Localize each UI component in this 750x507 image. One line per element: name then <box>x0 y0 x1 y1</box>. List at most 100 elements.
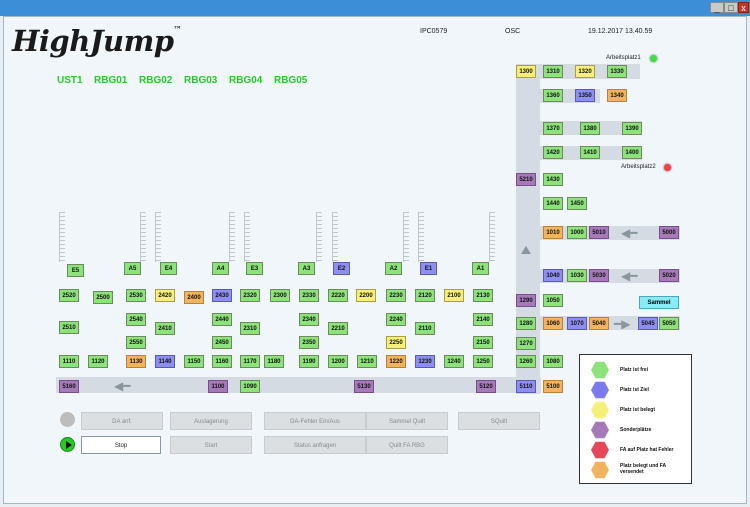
slot-1450[interactable]: 1450 <box>567 197 587 210</box>
slot-2350[interactable]: 2350 <box>299 336 319 349</box>
rack-slot-e5[interactable]: E5 <box>67 264 84 277</box>
slot-5030[interactable]: 5030 <box>589 269 609 282</box>
slot-2400[interactable]: 2400 <box>184 291 204 304</box>
slot-1130[interactable]: 1130 <box>126 355 146 368</box>
slot-1080[interactable]: 1080 <box>543 355 563 368</box>
maximize-icon[interactable]: □ <box>724 2 738 13</box>
slot-1070[interactable]: 1070 <box>567 317 587 330</box>
slot-1290[interactable]: 1290 <box>516 294 536 307</box>
slot-1050[interactable]: 1050 <box>543 294 563 307</box>
slot-2210[interactable]: 2210 <box>328 322 348 335</box>
slot-1380[interactable]: 1380 <box>580 122 600 135</box>
slot-2430[interactable]: 2430 <box>212 289 232 302</box>
slot-1090[interactable]: 1090 <box>240 380 260 393</box>
slot-1170[interactable]: 1170 <box>240 355 260 368</box>
nav-rbg04[interactable]: RBG04 <box>229 75 263 86</box>
nav-rbg05[interactable]: RBG05 <box>274 75 308 86</box>
rack-slot-e2[interactable]: E2 <box>333 262 350 275</box>
nav-ust1[interactable]: UST1 <box>57 75 83 86</box>
slot-1040[interactable]: 1040 <box>543 269 563 282</box>
slot-2500[interactable]: 2500 <box>93 291 113 304</box>
slot-5050[interactable]: 5050 <box>659 317 679 330</box>
slot-1230[interactable]: 1230 <box>415 355 435 368</box>
slot-1440[interactable]: 1440 <box>543 197 563 210</box>
rack-slot-a2[interactable]: A2 <box>385 262 402 275</box>
slot-5110[interactable]: 5110 <box>516 380 536 393</box>
slot-1390[interactable]: 1390 <box>622 122 642 135</box>
slot-2510[interactable]: 2510 <box>59 321 79 334</box>
slot-5045[interactable]: 5045 <box>638 317 658 330</box>
slot-2410[interactable]: 2410 <box>155 322 175 335</box>
slot-2130[interactable]: 2130 <box>473 289 493 302</box>
squilt-button[interactable]: SQuilt <box>458 412 540 430</box>
slot-2120[interactable]: 2120 <box>415 289 435 302</box>
slot-2240[interactable]: 2240 <box>386 313 406 326</box>
slot-5000[interactable]: 5000 <box>659 226 679 239</box>
slot-2530[interactable]: 2530 <box>126 289 146 302</box>
slot-1140[interactable]: 1140 <box>155 355 175 368</box>
close-icon[interactable]: x <box>738 2 749 13</box>
slot-2100[interactable]: 2100 <box>444 289 464 302</box>
slot-2150[interactable]: 2150 <box>473 336 493 349</box>
slot-1010[interactable]: 1010 <box>543 226 563 239</box>
slot-1360[interactable]: 1360 <box>543 89 563 102</box>
slot-2200[interactable]: 2200 <box>356 289 376 302</box>
slot-1420[interactable]: 1420 <box>543 146 563 159</box>
da-fehler-button[interactable]: DA-Fehler Ein/Aus <box>264 412 366 430</box>
slot-1000[interactable]: 1000 <box>567 226 587 239</box>
slot-1270[interactable]: 1270 <box>516 337 536 350</box>
slot-1300[interactable]: 1300 <box>516 65 536 78</box>
nav-rbg01[interactable]: RBG01 <box>94 75 128 86</box>
slot-2520[interactable]: 2520 <box>59 289 79 302</box>
slot-5210[interactable]: 5210 <box>516 173 536 186</box>
slot-2330[interactable]: 2330 <box>299 289 319 302</box>
slot-1370[interactable]: 1370 <box>543 122 563 135</box>
slot-1240[interactable]: 1240 <box>444 355 464 368</box>
slot-1180[interactable]: 1180 <box>264 355 284 368</box>
slot-2540[interactable]: 2540 <box>126 313 146 326</box>
slot-1200[interactable]: 1200 <box>328 355 348 368</box>
play-icon[interactable] <box>60 437 75 452</box>
slot-1100[interactable]: 1100 <box>208 380 228 393</box>
minimize-icon[interactable]: _ <box>710 2 724 13</box>
slot-2110[interactable]: 2110 <box>415 322 435 335</box>
rack-slot-e4[interactable]: E4 <box>160 262 177 275</box>
slot-2320[interactable]: 2320 <box>240 289 260 302</box>
nav-rbg02[interactable]: RBG02 <box>139 75 173 86</box>
slot-1280[interactable]: 1280 <box>516 317 536 330</box>
rack-slot-a4[interactable]: A4 <box>212 262 229 275</box>
slot-2450[interactable]: 2450 <box>212 336 232 349</box>
slot-1210[interactable]: 1210 <box>357 355 377 368</box>
slot-2420[interactable]: 2420 <box>155 289 175 302</box>
quilt-fa-rbg-button[interactable]: Quilt FA RBG <box>366 436 448 454</box>
status-anfragen-button[interactable]: Status anfragen <box>264 436 366 454</box>
slot-1400[interactable]: 1400 <box>622 146 642 159</box>
slot-2230[interactable]: 2230 <box>386 289 406 302</box>
nav-rbg03[interactable]: RBG03 <box>184 75 218 86</box>
slot-1350[interactable]: 1350 <box>575 89 595 102</box>
slot-1160[interactable]: 1160 <box>212 355 232 368</box>
rack-slot-a5[interactable]: A5 <box>124 262 141 275</box>
slot-2250[interactable]: 2250 <box>386 336 406 349</box>
slot-2550[interactable]: 2550 <box>126 336 146 349</box>
start-button[interactable]: Start <box>170 436 252 454</box>
slot-2300[interactable]: 2300 <box>270 289 290 302</box>
slot-5020[interactable]: 5020 <box>659 269 679 282</box>
slot-2220[interactable]: 2220 <box>328 289 348 302</box>
slot-2140[interactable]: 2140 <box>473 313 493 326</box>
slot-1260[interactable]: 1260 <box>516 355 536 368</box>
slot-1110[interactable]: 1110 <box>59 355 79 368</box>
slot-1410[interactable]: 1410 <box>580 146 600 159</box>
rack-slot-a3[interactable]: A3 <box>298 262 315 275</box>
slot-5100[interactable]: 5100 <box>543 380 563 393</box>
stop-button[interactable]: Stop <box>81 436 161 454</box>
slot-1320[interactable]: 1320 <box>575 65 595 78</box>
slot-1430[interactable]: 1430 <box>543 173 563 186</box>
auslagerung-button[interactable]: Auslagerung <box>170 412 252 430</box>
rack-slot-e3[interactable]: E3 <box>246 262 263 275</box>
slot-1340[interactable]: 1340 <box>607 89 627 102</box>
slot-2340[interactable]: 2340 <box>299 313 319 326</box>
slot-1330[interactable]: 1330 <box>607 65 627 78</box>
slot-5160[interactable]: 5160 <box>59 380 79 393</box>
slot-1150[interactable]: 1150 <box>184 355 204 368</box>
